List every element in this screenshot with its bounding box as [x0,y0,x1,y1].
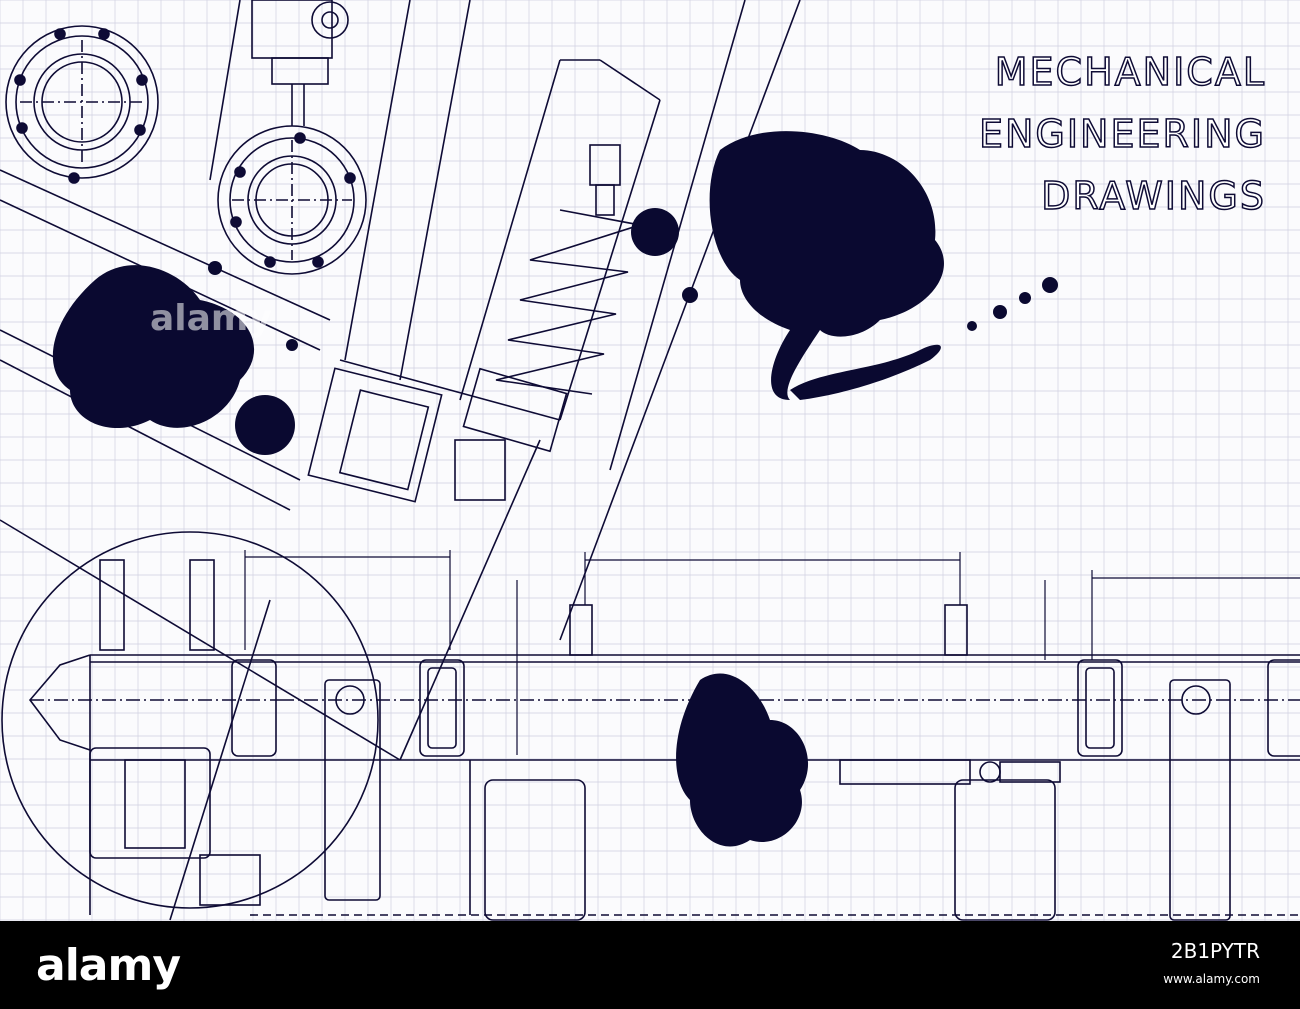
dimension-lines [244,550,1300,755]
blueprint-grid [0,0,1300,921]
detail-circle [1,531,379,909]
horizontal-rail [28,559,1300,921]
alamy-logo[interactable]: alamy [36,940,181,991]
title-line-1: MECHANICAL [994,49,1266,95]
title-line-3: DRAWINGS [1040,173,1266,219]
machine-linework [0,0,1300,921]
spring-assembly [454,144,641,501]
site-reference[interactable]: www.alamy.com [1163,972,1260,986]
stock-footer-bar [0,921,1300,1009]
flange-left [5,25,159,184]
ink-splatters [52,131,1058,847]
engineering-drawing: MECHANICAL ENGINEERING DRAWINGS alamy [0,0,1300,921]
flange-center [217,125,367,275]
watermark-overlay: alamy [150,298,272,339]
title-line-2: ENGINEERING [978,111,1266,157]
image-id: 2B1PYTR [1170,939,1260,963]
